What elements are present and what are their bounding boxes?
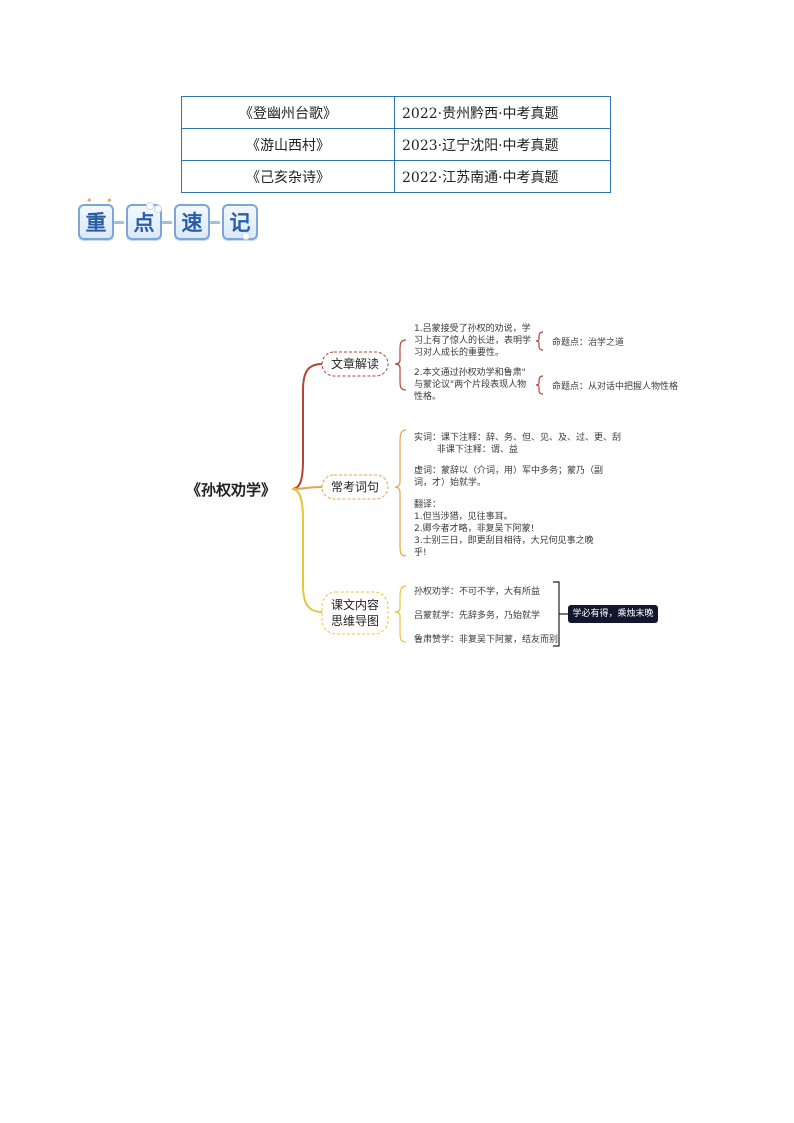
branch-1-item-2: 2.本文通过孙权劝学和鲁肃" 与蒙论议"两个片段表现人物 性格。: [414, 368, 527, 402]
poem-source: 2022·贵州黔西·中考真题: [394, 96, 611, 129]
poem-title: 《登幽州台歌》: [181, 96, 395, 129]
bracket-3: [394, 585, 407, 643]
bubble-dot-icon: [242, 232, 250, 240]
branch-3-item-1: 孙权劝学：不可不学，大有所益: [414, 587, 541, 597]
branch-1-item-1: 1.吕蒙接受了孙权的劝说，学 习上有了惊人的长进，表明学 习对人成长的重要性。: [414, 324, 532, 358]
branch-label-article-reading: 文章解读: [330, 357, 379, 371]
bracket-summary: [553, 581, 568, 647]
branch-2-line-3: 翻译： 1.但当涉猎，见往事耳。 2.卿今者才略，非复吴下阿蒙! 3.士别三日，…: [414, 500, 594, 558]
bracket-1a: [535, 331, 544, 351]
poem-source: 2022·江苏南通·中考真题: [394, 160, 611, 193]
branch-label-content-map: 课文内容 思维导图: [322, 597, 388, 629]
branch-label-key-words: 常考词句: [330, 480, 379, 494]
branch-1-tag-2: 命题点：从对话中把握人物性格: [552, 382, 679, 392]
table-row: 《己亥杂诗》 2022·江苏南通·中考真题: [181, 160, 611, 193]
branch-1-tag-1: 命题点：治学之道: [552, 338, 625, 348]
bubble-dot-icon: [154, 205, 162, 213]
badge-tile: 记: [222, 204, 258, 240]
branch-2-line-1: 实词：课下注释：辞、务、但、见、及、过、更、刮 非课下注释：谓、益: [414, 433, 622, 455]
branch-3-label-line-2: 思维导图: [330, 614, 379, 628]
sparkle-icon: ✦: [86, 196, 93, 205]
badge-connector: [210, 221, 220, 224]
branch-line-3: [291, 488, 323, 613]
branch-3-label-line-1: 课文内容: [330, 598, 379, 612]
bubble-dot-icon: [146, 202, 154, 210]
bracket-1: [394, 339, 407, 391]
table-row: 《游山西村》 2023·辽宁沈阳·中考真题: [181, 128, 611, 161]
branch-line-1: [291, 363, 323, 490]
bracket-2: [394, 429, 407, 557]
key-points-badge: 重 点 速 记 ✦ ✦: [76, 196, 266, 242]
branch-2-line-2: 虚词：蒙辞以（介词，用）军中多务；蒙乃（副 词，才）始就学。: [414, 466, 604, 488]
mind-map-root: 《孙权劝学》: [186, 481, 277, 499]
badge-tile: 重: [78, 204, 114, 240]
node-box-1: [321, 351, 389, 377]
table-row: 《登幽州台歌》 2022·贵州黔西·中考真题: [181, 96, 611, 129]
node-box-3: [321, 591, 389, 635]
branch-3-item-3: 鲁肃赞学：非复吴下阿蒙，结友而别: [414, 635, 559, 645]
badge-tile: 速: [174, 204, 210, 240]
badge-connector: [114, 221, 124, 224]
badge-connector: [162, 221, 172, 224]
branch-3-item-2: 吕蒙就学：先辞多务，乃始就学: [414, 611, 541, 621]
sparkle-icon: ✦: [106, 196, 113, 205]
summary-badge: 学必有得，乘烛末晚: [568, 605, 658, 623]
poem-source-table: 《登幽州台歌》 2022·贵州黔西·中考真题 《游山西村》 2023·辽宁沈阳·…: [181, 96, 611, 193]
node-box-2: [321, 474, 389, 500]
poem-source: 2023·辽宁沈阳·中考真题: [394, 128, 611, 161]
bracket-1b: [535, 375, 544, 395]
